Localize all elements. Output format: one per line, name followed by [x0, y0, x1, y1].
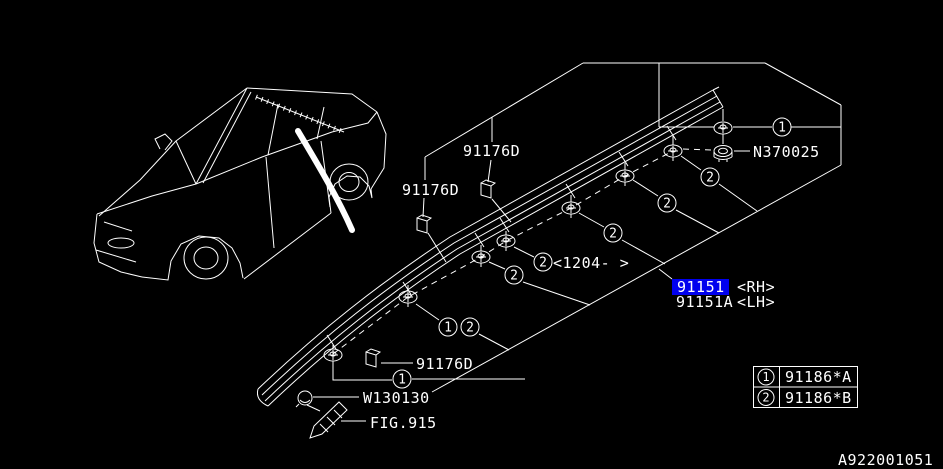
callout-2: 2: [700, 167, 720, 187]
svg-text:2: 2: [510, 269, 518, 284]
callout-markers: 1 2 2 2 2 2 1 2: [392, 117, 792, 389]
part-label-nut: N370025: [753, 143, 820, 161]
legend-part-number: 91186*A: [785, 368, 852, 386]
callout-chain-lines: [415, 155, 758, 351]
figure-ref-arrow: [309, 401, 348, 439]
selected-part-label[interactable]: 91151 <RH>: [672, 278, 775, 296]
svg-text:1: 1: [762, 370, 769, 384]
part-label-rail-rh[interactable]: 91151: [677, 278, 725, 296]
callout-2-date: 2: [533, 252, 553, 272]
callout-2: 2: [603, 223, 623, 243]
part-label-protector-bottom: 91176D: [416, 355, 473, 373]
part-label-rail-rh-side: <RH>: [737, 278, 775, 296]
callout-1: 1: [772, 117, 792, 137]
callout-2: 2: [460, 317, 480, 337]
pointer-arrow: [295, 128, 355, 233]
svg-text:2: 2: [706, 171, 714, 186]
part-label-rail-lh: 91151A: [676, 293, 733, 311]
svg-text:2: 2: [466, 321, 474, 336]
callout-2: 2: [657, 193, 677, 213]
document-id: A922001051: [838, 451, 933, 469]
legend-row: 2 91186*B: [757, 389, 852, 407]
svg-text:1: 1: [778, 121, 786, 136]
svg-text:1: 1: [398, 373, 406, 388]
vehicle-illustration: [93, 87, 387, 281]
svg-text:2: 2: [609, 227, 617, 242]
roof-panel-outline: [424, 62, 842, 393]
part-label-protector-mid: 91176D: [402, 181, 459, 199]
part-label-protector-top: 91176D: [463, 142, 520, 160]
svg-text:2: 2: [663, 197, 671, 212]
part-label-washer: W130130: [363, 389, 430, 407]
callout-1: 1: [392, 369, 412, 389]
leader-lines: [306, 63, 841, 422]
molding-clip-ticks: [326, 125, 677, 350]
figure-reference-label: FIG.915: [370, 414, 437, 432]
roof-rail-location-hatch: [255, 94, 345, 135]
selection-highlight: [672, 279, 729, 295]
front-wheel: [183, 236, 229, 280]
legend-row: 1 91186*A: [757, 368, 852, 386]
callout-1: 1: [438, 317, 458, 337]
svg-text:1: 1: [444, 321, 452, 336]
svg-text:2: 2: [762, 391, 769, 405]
callout-2: 2: [504, 265, 524, 285]
date-range-note: <1204- >: [553, 254, 629, 272]
part-label-rail-lh-side: <LH>: [737, 293, 775, 311]
legend-table: 1 91186*A 2 91186*B: [753, 366, 858, 408]
legend-part-number: 91186*B: [785, 389, 852, 407]
roof-molding-part: [257, 86, 724, 407]
svg-text:2: 2: [539, 256, 547, 271]
